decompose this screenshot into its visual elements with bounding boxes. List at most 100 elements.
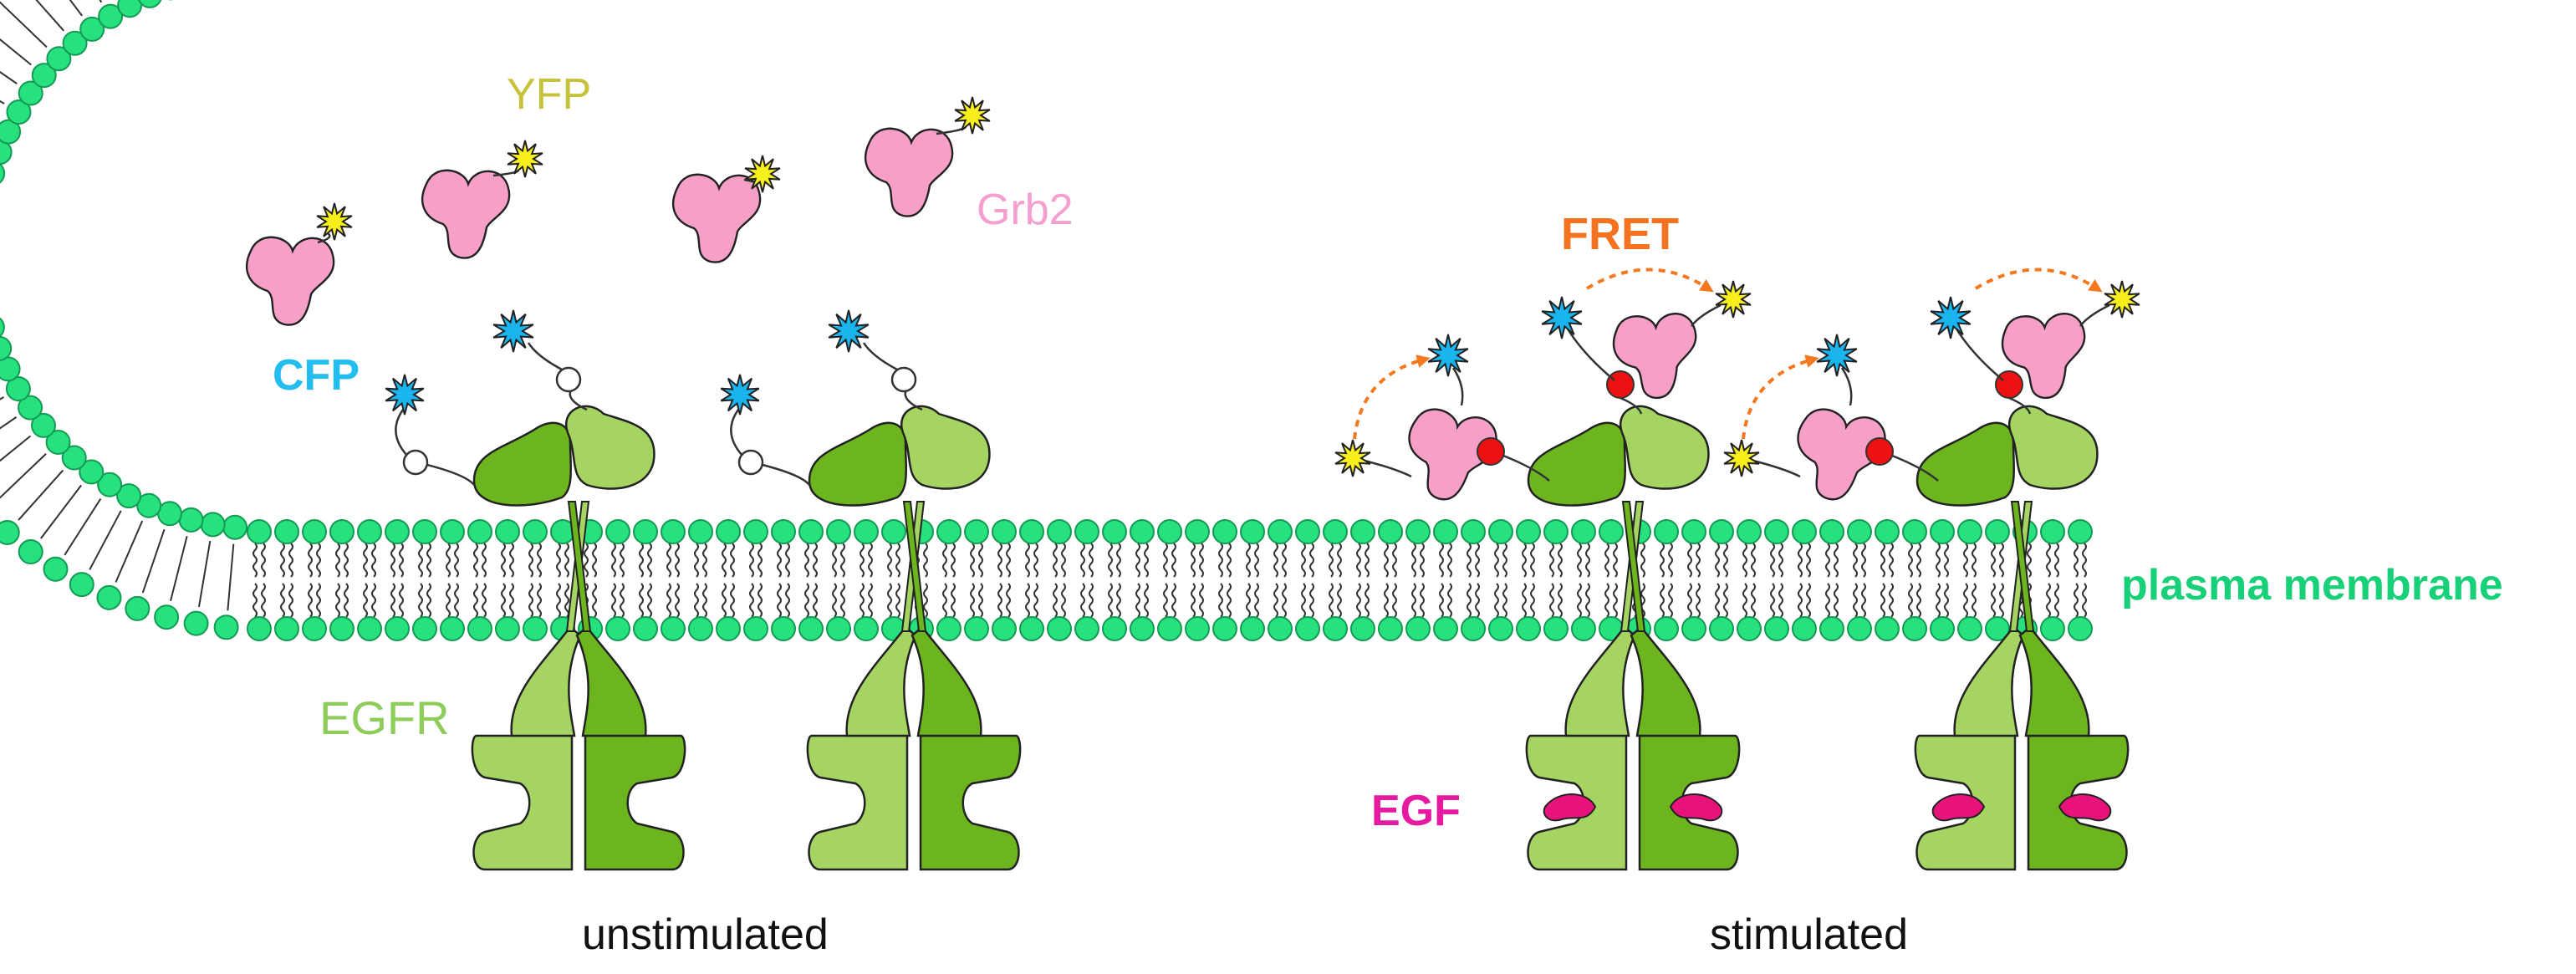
lipid-tail [970, 583, 975, 618]
lipid-tail [1309, 543, 1314, 578]
grb2-body [1408, 408, 1497, 501]
egfr-receptor [1723, 280, 2140, 871]
lipid-tail [335, 583, 340, 618]
lipid-tail [1420, 583, 1425, 618]
lipid-tail [1549, 583, 1554, 618]
linker [1840, 367, 1853, 406]
lipid-head [1488, 616, 1513, 641]
lipid-tail [1025, 583, 1030, 618]
yfp-star [2104, 280, 2140, 319]
lipid-tail [1227, 583, 1232, 618]
lipid-head [467, 616, 492, 641]
lipid-tail [1770, 543, 1775, 578]
egfr-kinase-left [1915, 421, 2016, 507]
lipid-tail [2027, 543, 2032, 578]
lipid-tail [1798, 583, 1803, 618]
lipid-tail [1025, 543, 1030, 578]
lipid-tail [1273, 543, 1278, 578]
lipid-tail [1246, 583, 1251, 618]
cfp-star [1816, 334, 1858, 377]
lipid-tail [89, 510, 122, 570]
lipid-head [61, 445, 87, 471]
lipid-tail [804, 583, 809, 618]
lipid-head [247, 519, 272, 544]
lipid-tail [1467, 583, 1472, 618]
fret-label: FRET [1561, 209, 1679, 259]
lipid-head [18, 80, 43, 106]
lipid-tail [1585, 543, 1590, 578]
linker [527, 342, 563, 371]
lipid-tail [1806, 543, 1811, 578]
lipid-tail [1889, 543, 1894, 578]
egfr-kinase-right [2008, 405, 2099, 490]
linker [395, 409, 408, 456]
lipid-head [98, 3, 124, 29]
lipid-tail [308, 543, 313, 578]
lipid-head [1654, 519, 1679, 544]
lipid-head [1819, 519, 1844, 544]
lipid-tail [227, 543, 235, 611]
lipid-head [1433, 616, 1458, 641]
lipid-tail [1135, 543, 1140, 578]
lipid-tail [1963, 543, 1968, 578]
lipid-tail [1522, 583, 1527, 618]
lipid-tail [261, 543, 266, 578]
lipid-head [96, 584, 122, 610]
egfr-leg-right [911, 625, 982, 737]
lipid-head [1323, 519, 1348, 544]
lipid-tail [1171, 583, 1176, 618]
lipid-head [633, 616, 658, 641]
lipid-head [1212, 519, 1237, 544]
lipid-tail [288, 583, 293, 618]
lipid-head [1019, 616, 1044, 641]
lipid-tail [69, 0, 83, 17]
lipid-tail [371, 543, 376, 578]
egfr-leg-right [1630, 625, 1701, 737]
phospho-site-empty [402, 449, 429, 476]
lipid-head [1461, 616, 1486, 641]
lipid-tail [702, 583, 707, 618]
linker [862, 342, 898, 371]
lipid-head [688, 519, 713, 544]
lipid-tail [675, 583, 680, 618]
lipid-tail [64, 498, 102, 556]
grb2-protein [671, 173, 762, 263]
lipid-tail [951, 543, 956, 578]
lipid-head [412, 616, 437, 641]
lipid-tail [1365, 583, 1370, 618]
lipid-tail [1972, 543, 1977, 578]
lipid-tail [1696, 543, 1701, 578]
lipid-tail [426, 583, 431, 618]
lipid-tail [390, 583, 395, 618]
lipid-tail [1199, 583, 1204, 618]
lipid-tail [970, 543, 975, 578]
lipid-head [798, 519, 824, 544]
lipid-head [743, 519, 768, 544]
lipid-tail [0, 453, 47, 499]
lipid-tail [1723, 543, 1728, 578]
lipid-tail [537, 543, 542, 578]
lipid-tail [2082, 543, 2087, 578]
lipid-head [2040, 519, 2065, 544]
lipid-tail [1991, 543, 1996, 578]
lipid-tail [1218, 543, 1223, 578]
lipid-tail [2054, 543, 2059, 578]
lipid-tail [840, 583, 845, 618]
phospho-dot [1606, 370, 1635, 399]
lipid-head [2040, 616, 2065, 641]
lipid-head [1157, 519, 1182, 544]
lipid-head [1350, 519, 1375, 544]
lipid-tail [1936, 543, 1941, 578]
lipid-tail [1494, 583, 1499, 618]
lipid-tail [1936, 583, 1941, 618]
lipid-tail [399, 543, 404, 578]
lipid-tail [316, 583, 321, 618]
grb2-protein [421, 169, 511, 259]
lipid-tail [1549, 543, 1554, 578]
lipid-tail [895, 543, 900, 578]
linker [317, 232, 331, 244]
grb2-protein [1612, 313, 1697, 399]
lipid-head [1764, 616, 1789, 641]
lipid-head [2068, 616, 2093, 641]
